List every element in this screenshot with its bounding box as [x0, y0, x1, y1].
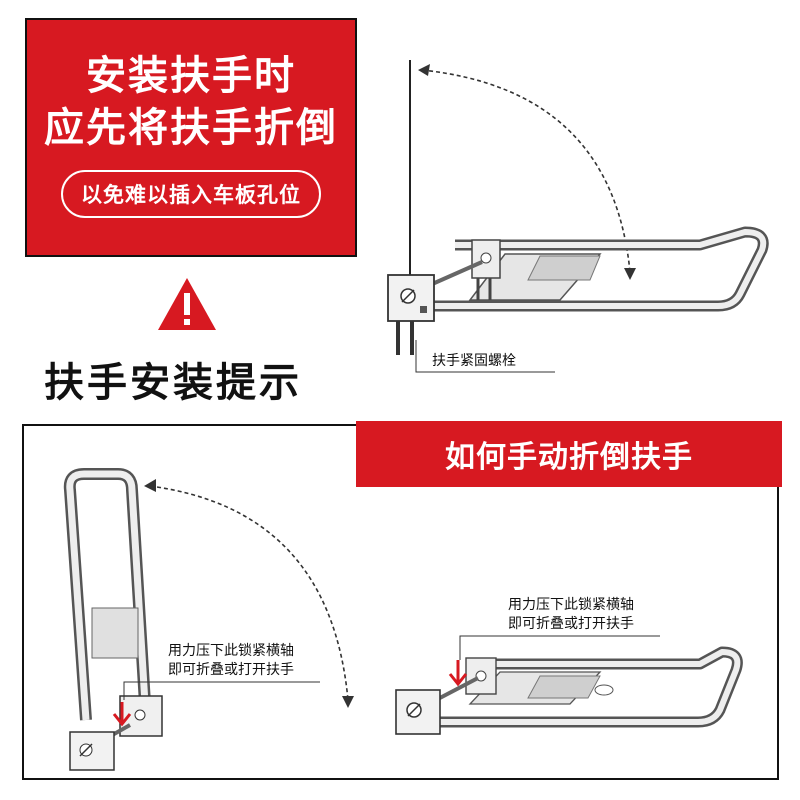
- left-note: 用力压下此锁紧横轴 即可折叠或打开扶手: [168, 642, 294, 680]
- right-note-line-2: 即可折叠或打开扶手: [508, 616, 634, 632]
- warning-pill: 以免难以插入车板孔位: [61, 170, 321, 218]
- warning-line-2: 应先将扶手折倒: [44, 105, 338, 151]
- warning-line-1: 安装扶手时: [86, 53, 296, 99]
- bolt-label: 扶手紧固螺栓: [432, 353, 516, 369]
- right-note: 用力压下此锁紧横轴 即可折叠或打开扶手: [508, 596, 634, 634]
- bottom-banner: 如何手动折倒扶手: [356, 421, 782, 487]
- left-note-line-1: 用力压下此锁紧横轴: [168, 643, 294, 659]
- right-note-line-1: 用力压下此锁紧横轴: [508, 597, 634, 613]
- left-note-line-2: 即可折叠或打开扶手: [168, 662, 294, 678]
- warning-box: 安装扶手时 应先将扶手折倒 以免难以插入车板孔位: [25, 18, 357, 257]
- tip-title: 扶手安装提示: [44, 360, 302, 406]
- warning-triangle-icon: [158, 278, 216, 330]
